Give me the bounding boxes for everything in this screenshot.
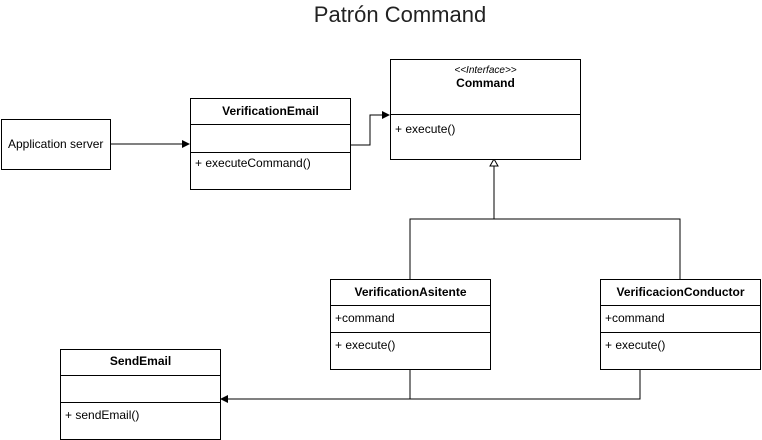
dependency-conductor-to-sendemail bbox=[410, 369, 641, 400]
method-execute: + execute() bbox=[605, 338, 666, 352]
class-name: VerificacionConductor bbox=[601, 280, 760, 306]
attribute-command: +command bbox=[601, 306, 760, 333]
class-send-email[interactable]: SendEmail + sendEmail() bbox=[60, 349, 221, 440]
method-execute: + execute() bbox=[395, 122, 456, 136]
association-verification-email-to-command bbox=[351, 111, 390, 146]
class-name: SendEmail bbox=[61, 350, 220, 376]
realization-asitente bbox=[409, 166, 495, 280]
class-verificacion-conductor[interactable]: VerificacionConductor +command + execute… bbox=[600, 279, 761, 370]
class-command-interface[interactable]: <<Interface>> Command + execute() bbox=[390, 59, 581, 160]
dependency-asitente-to-sendemail bbox=[220, 369, 411, 403]
attribute-command: +command bbox=[331, 306, 490, 333]
class-header: <<Interface>> Command bbox=[391, 60, 580, 115]
interface-stereotype: <<Interface>> bbox=[454, 65, 517, 76]
class-name: VerificationEmail bbox=[191, 99, 350, 125]
application-server-box[interactable]: Application server bbox=[1, 119, 111, 170]
page-title: Patrón Command bbox=[313, 2, 487, 27]
method-send-email: + sendEmail() bbox=[65, 408, 140, 422]
method-execute-command: + executeCommand() bbox=[195, 156, 311, 170]
inheritance-triangle bbox=[489, 157, 499, 167]
application-server-label: Application server bbox=[8, 137, 104, 151]
method-execute: + execute() bbox=[335, 338, 396, 352]
class-verification-email[interactable]: VerificationEmail + executeCommand() bbox=[190, 98, 351, 190]
class-verification-asitente[interactable]: VerificationAsitente +command + execute(… bbox=[330, 279, 491, 370]
attributes-section bbox=[61, 376, 220, 403]
attributes-section bbox=[191, 125, 350, 153]
class-name: VerificationAsitente bbox=[331, 280, 490, 306]
class-name: Command bbox=[456, 76, 515, 90]
realization-conductor bbox=[494, 218, 681, 280]
